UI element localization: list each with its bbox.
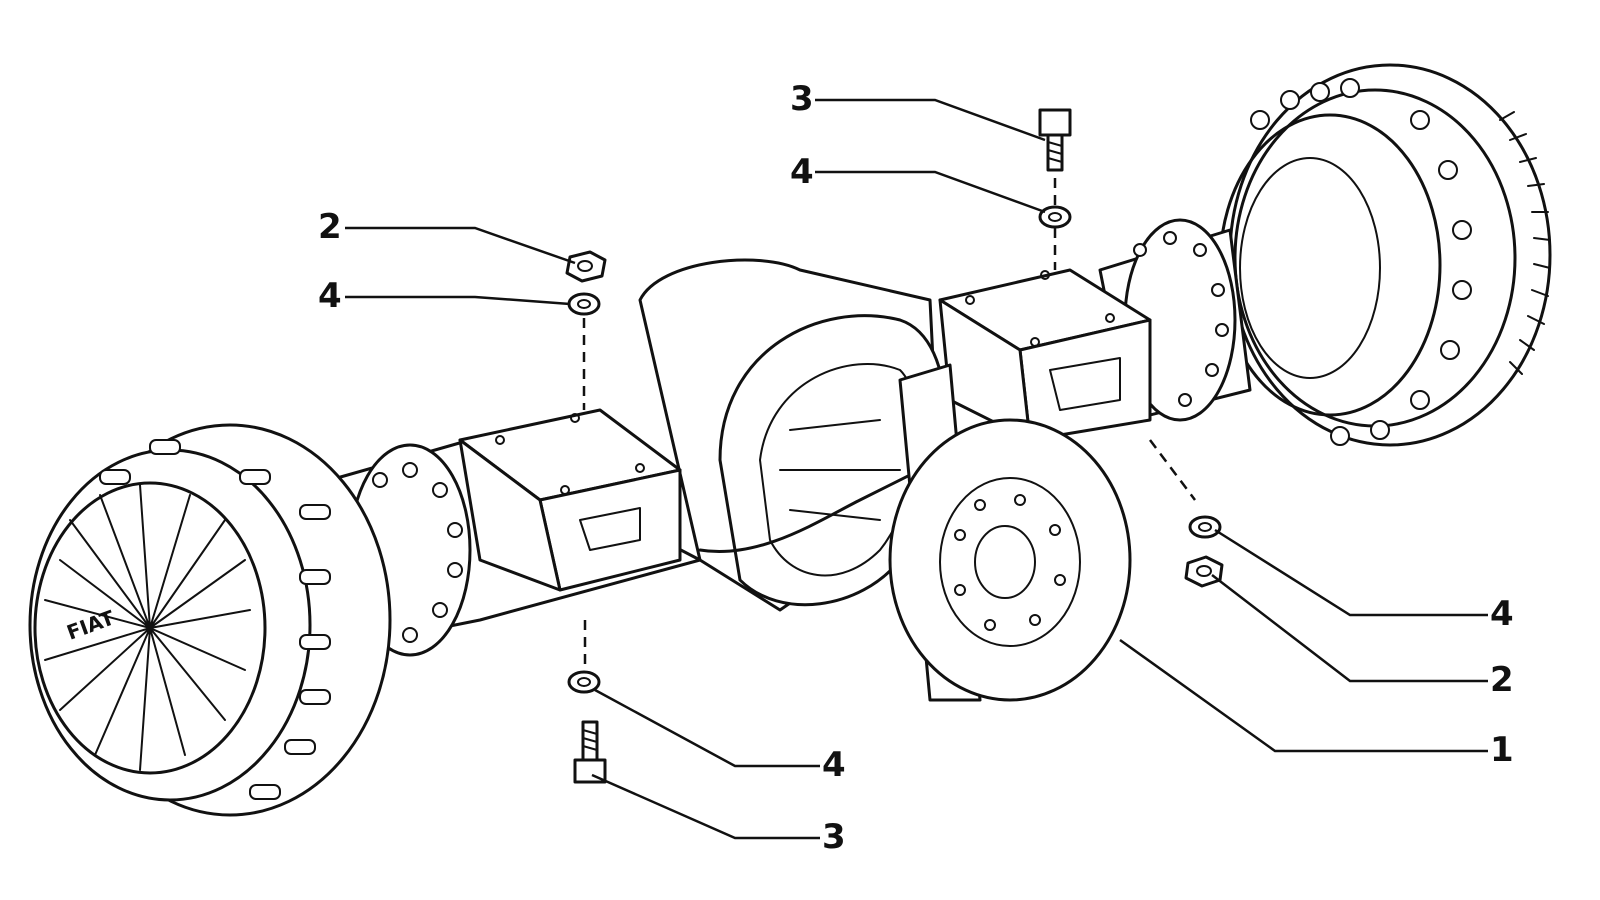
callout-labels: 3 4 2 4 4 2 1 4 3	[318, 79, 1514, 857]
differential-housing	[638, 258, 962, 612]
hardware-top-left	[565, 250, 607, 410]
callout-top-4: 4	[790, 152, 814, 192]
right-wheel-hub	[1218, 63, 1552, 447]
callout-top-3: 3	[790, 79, 814, 119]
callout-bottom-3: 3	[822, 817, 846, 857]
callout-bottom-4: 4	[822, 745, 846, 785]
callout-left-2: 2	[318, 207, 342, 247]
right-mounting-bracket	[938, 268, 1152, 442]
left-mounting-bracket	[458, 408, 682, 592]
hardware-top-right	[1038, 108, 1072, 270]
callout-left-4: 4	[318, 276, 342, 316]
leader-lines	[345, 98, 1488, 840]
callout-right-4: 4	[1490, 594, 1514, 634]
brake-disc	[888, 363, 1132, 702]
left-wheel-hub: FIAT	[28, 423, 392, 817]
hardware-bottom-left	[567, 620, 607, 784]
callout-right-2: 2	[1490, 660, 1514, 700]
callout-right-1: 1	[1490, 730, 1514, 770]
hardware-right	[1149, 439, 1224, 588]
